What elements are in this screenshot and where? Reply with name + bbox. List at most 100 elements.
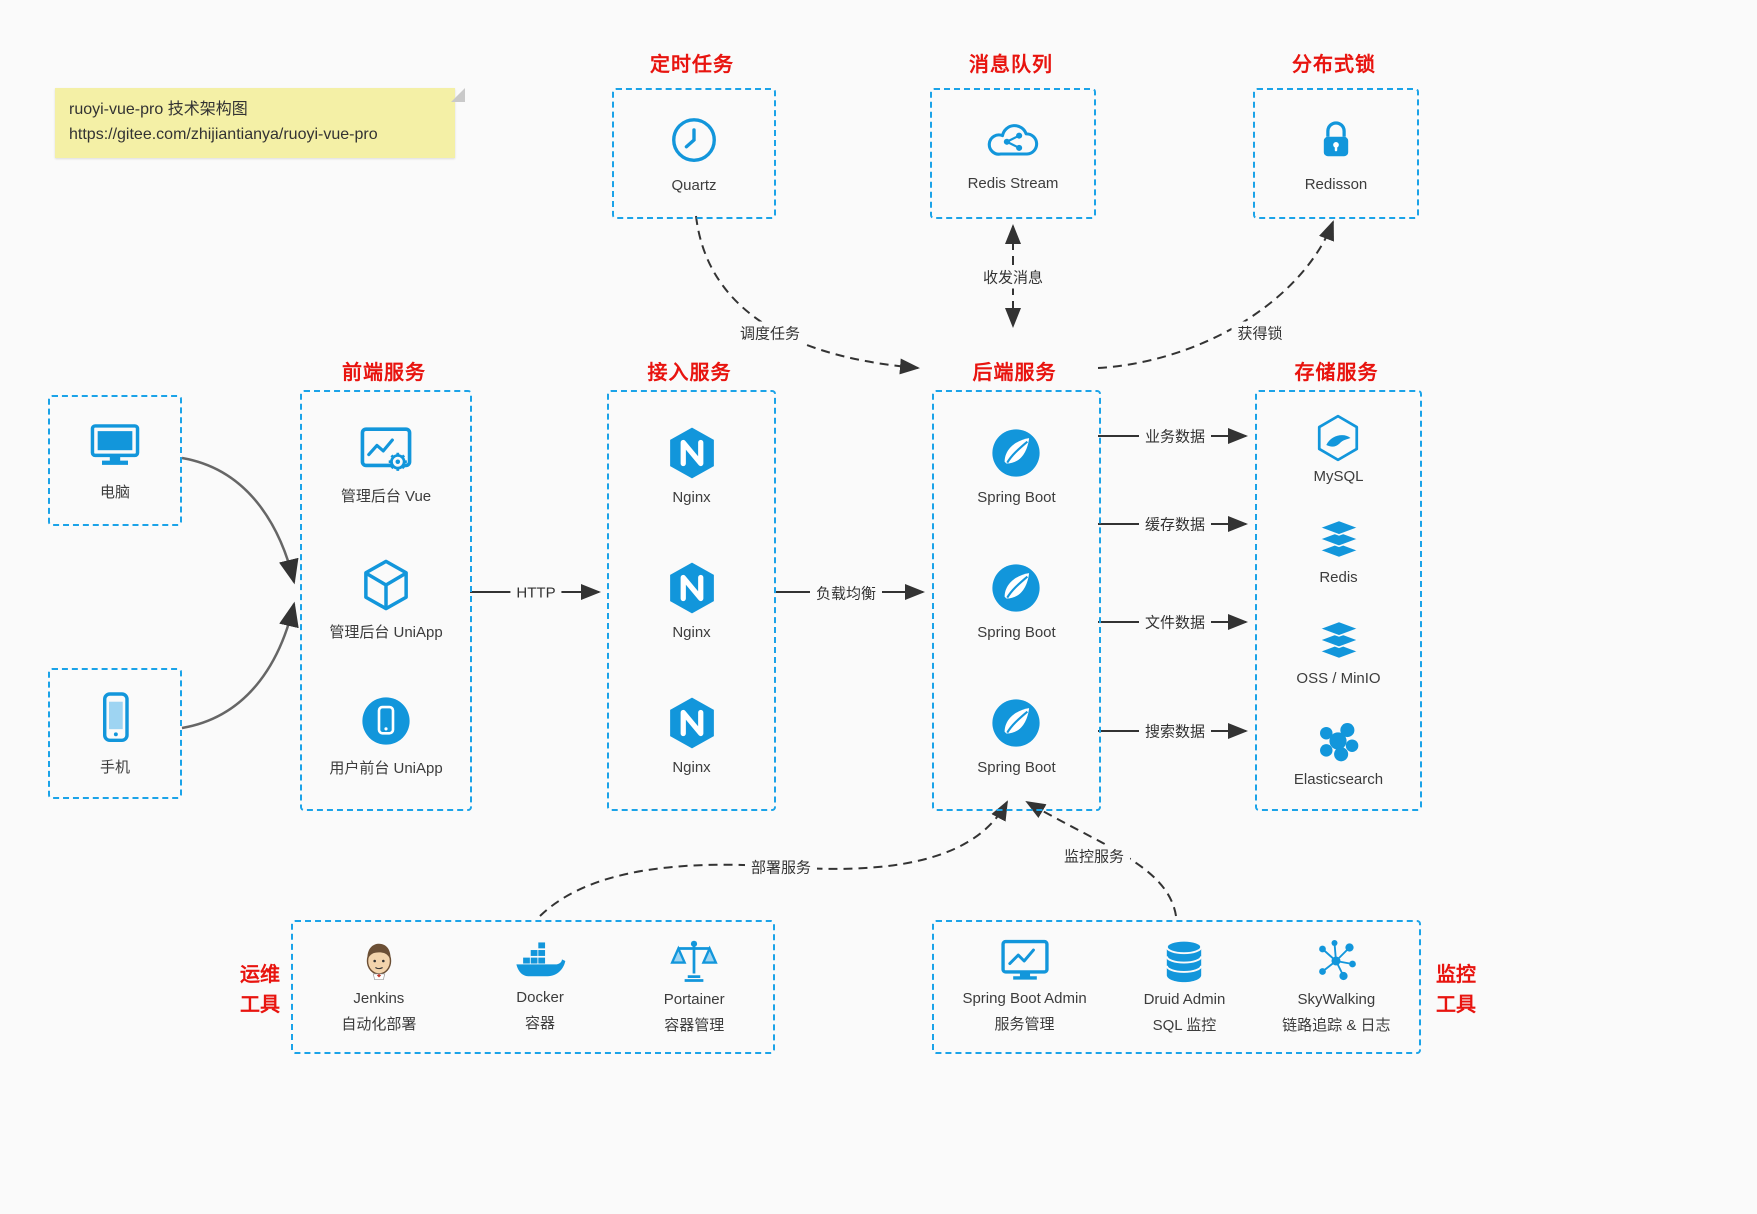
monitoring-item-skywalking: SkyWalking 链路追踪 & 日志 <box>1282 937 1391 1038</box>
edge-label-deploy: 部署服务 <box>744 855 818 879</box>
edge-pc-frontend <box>181 456 299 585</box>
edge-label-file: 文件数据 <box>1138 610 1212 634</box>
frontend-item-uniapp-admin: 管理后台 UniApp <box>329 557 443 642</box>
monitoring-side-title: 监控 工具 <box>1436 964 1476 1016</box>
ops-item-docker: Docker 容器 <box>513 939 567 1036</box>
spring-boot-admin-icon <box>998 938 1052 984</box>
ops-box: Jenkins 自动化部署 Docker 容器 Portainer 容器管理 <box>291 920 775 1054</box>
storage-item-mysql: MySQL <box>1313 413 1364 485</box>
storage-item-elasticsearch: Elasticsearch <box>1294 716 1383 788</box>
mobile-label: 手机 <box>99 759 130 776</box>
network-nodes-icon <box>1312 937 1360 985</box>
monitoring-item-name: Druid Admin <box>1143 990 1226 1008</box>
storage-box: MySQL Redis OSS / MinIO Elasticsearch <box>1255 390 1422 811</box>
oss-minio-icon <box>1313 615 1365 665</box>
monitoring-item-desc: 链路追踪 & 日志 <box>1282 1017 1391 1034</box>
lock-title: 分布式锁 <box>1292 54 1376 76</box>
ops-item-name: Jenkins <box>353 989 405 1007</box>
frontend-item-uniapp-user: 用户前台 UniApp <box>329 693 443 778</box>
storage-item-redis: Redis <box>1313 514 1365 586</box>
lock-icon <box>1310 114 1362 166</box>
lock-box: Redisson <box>1253 88 1419 219</box>
portainer-icon <box>669 937 719 985</box>
backend-item-springboot: Spring Boot <box>977 560 1056 641</box>
docker-icon <box>513 939 567 983</box>
backend-title: 后端服务 <box>972 362 1057 384</box>
mysql-icon <box>1313 413 1363 463</box>
scheduler-title: 定时任务 <box>650 54 734 76</box>
database-icon <box>1159 937 1209 985</box>
nginx-icon <box>664 425 720 481</box>
cloud-stream-icon <box>985 115 1041 165</box>
nginx-icon <box>664 695 720 751</box>
pc-box: 电脑 <box>48 395 182 526</box>
edge-label-monitor: 监控服务 <box>1057 844 1131 868</box>
backend-item-label: Spring Boot <box>977 759 1056 776</box>
edge-label-load-balance: 负载均衡 <box>809 581 883 605</box>
lock-label: Redisson <box>1304 176 1368 193</box>
monitoring-item-druid: Druid Admin SQL 监控 <box>1143 937 1226 1038</box>
edge-lock <box>1097 220 1334 369</box>
ops-item-jenkins: Jenkins 自动化部署 <box>341 938 416 1037</box>
gateway-box: Nginx Nginx Nginx <box>607 390 776 811</box>
edge-label-schedule: 调度任务 <box>733 321 807 345</box>
note-url: https://gitee.com/zhijiantianya/ruoyi-vu… <box>69 125 378 143</box>
frontend-item-label: 管理后台 Vue <box>340 488 432 506</box>
monitoring-item-desc: 服务管理 <box>994 1016 1055 1033</box>
backend-item-label: Spring Boot <box>977 489 1056 506</box>
ops-item-desc: 容器 <box>525 1015 556 1032</box>
mq-box: Redis Stream <box>930 88 1096 219</box>
spring-icon <box>988 695 1044 751</box>
frontend-title: 前端服务 <box>342 362 426 384</box>
redis-icon <box>1313 514 1365 564</box>
ops-item-name: Docker <box>516 988 564 1006</box>
gateway-item-nginx: Nginx <box>664 560 720 641</box>
pc-label: 电脑 <box>99 484 130 501</box>
storage-title: 存储服务 <box>1294 362 1379 384</box>
monitoring-item-name: Spring Boot Admin <box>962 989 1087 1007</box>
ops-side-title: 运维 工具 <box>240 964 280 1016</box>
vue-admin-icon <box>357 423 415 477</box>
edge-label-search: 搜索数据 <box>1138 719 1212 743</box>
sticky-note: ruoyi-vue-pro 技术架构图 https://gitee.com/zh… <box>55 88 465 158</box>
frontend-item-label: 管理后台 UniApp <box>329 623 443 641</box>
frontend-box: 管理后台 Vue 管理后台 UniApp 用户前台 UniApp <box>300 390 472 811</box>
spring-icon <box>988 425 1044 481</box>
edge-label-cache: 缓存数据 <box>1138 512 1212 536</box>
backend-box: Spring Boot Spring Boot Spring Boot <box>932 390 1101 811</box>
ops-item-desc: 容器管理 <box>664 1017 725 1034</box>
edge-label-message: 收发消息 <box>976 265 1050 289</box>
mq-title: 消息队列 <box>969 54 1053 76</box>
ops-item-portainer: Portainer 容器管理 <box>664 937 725 1038</box>
monitoring-box: Spring Boot Admin 服务管理 Druid Admin SQL 监… <box>932 920 1421 1054</box>
mq-label: Redis Stream <box>967 175 1059 192</box>
mobile-box: 手机 <box>48 668 182 799</box>
gateway-item-nginx: Nginx <box>664 425 720 506</box>
ops-item-name: Portainer <box>663 990 725 1008</box>
storage-item-label: Redis <box>1319 568 1358 586</box>
uniapp-box-icon <box>358 557 414 613</box>
storage-item-label: Elasticsearch <box>1293 771 1384 789</box>
backend-item-springboot: Spring Boot <box>977 425 1056 506</box>
backend-item-label: Spring Boot <box>977 624 1056 641</box>
storage-item-label: MySQL <box>1313 467 1364 485</box>
edge-label-lock: 获得锁 <box>1231 321 1289 345</box>
ops-item-desc: 自动化部署 <box>341 1016 417 1033</box>
gateway-item-nginx: Nginx <box>664 695 720 776</box>
monitoring-item-desc: SQL 监控 <box>1152 1017 1217 1034</box>
clock-icon <box>667 113 721 167</box>
gateway-item-label: Nginx <box>672 759 711 776</box>
user-app-icon <box>358 693 414 749</box>
edge-label-business: 业务数据 <box>1138 424 1212 448</box>
spring-icon <box>988 560 1044 616</box>
desktop-icon <box>87 419 143 471</box>
gateway-title: 接入服务 <box>647 362 732 384</box>
scheduler-label: Quartz <box>671 177 717 194</box>
edge-label-http: HTTP <box>510 583 562 603</box>
monitoring-item-name: SkyWalking <box>1297 990 1376 1008</box>
edge-schedule <box>695 215 920 375</box>
elasticsearch-icon <box>1313 716 1363 766</box>
jenkins-icon <box>356 938 402 984</box>
